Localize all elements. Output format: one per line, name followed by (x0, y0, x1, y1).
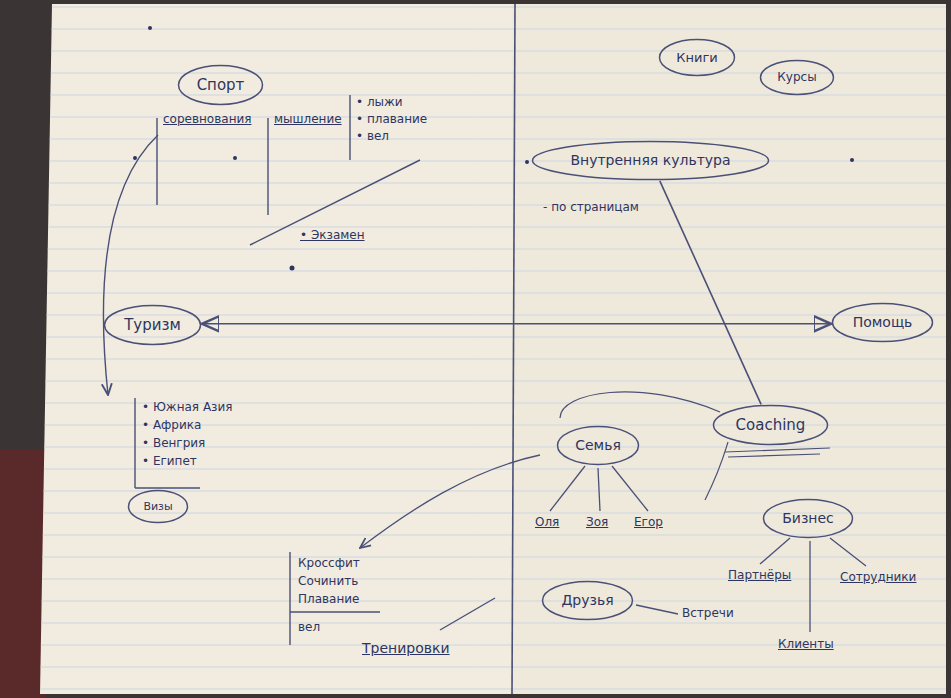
handwritten-note: • лыжи (356, 95, 403, 109)
handwritten-note: мышление (274, 112, 342, 126)
circled-topic: Туризм (103, 304, 202, 346)
circled-topic: Внутренняя культура (531, 140, 770, 181)
handwritten-note: • Африка (142, 418, 201, 432)
handwritten-note: Зоя (586, 515, 608, 529)
topic-text: Семья (575, 437, 621, 454)
handwritten-note: Плавание (298, 592, 360, 606)
connector-line (202, 323, 831, 325)
ellipse-outline (761, 61, 834, 95)
circled-topic: Визы (127, 489, 189, 524)
handwritten-note: Кроссфит (298, 556, 360, 570)
connector-line (660, 181, 761, 404)
handwritten-note: • Южная Азия (142, 400, 233, 414)
topic-text: Помощь (853, 314, 913, 331)
circled-topic: Семья (556, 425, 640, 466)
topic-text: Спорт (197, 76, 245, 94)
handwritten-note: • вел (356, 129, 389, 143)
handwritten-note: Егор (634, 515, 663, 529)
ellipse-outline (764, 500, 853, 538)
ellipse-outline (533, 142, 769, 180)
handwritten-note: Встречи (682, 606, 734, 620)
topic-text: Визы (143, 500, 172, 513)
handwritten-note: - по страницам (543, 200, 639, 214)
topic-text: Туризм (124, 316, 181, 334)
ellipse-outline (105, 306, 201, 345)
circled-topic: Бизнес (762, 498, 854, 539)
topic-text: Внутренняя культура (570, 152, 730, 169)
ellipse-outline (660, 40, 735, 76)
handwritten-note: • Венгрия (142, 436, 205, 450)
circled-topic: Спорт (177, 64, 264, 106)
topic-text: Друзья (561, 592, 613, 609)
topic-text: Курсы (777, 70, 816, 84)
handwritten-note: Партнёры (728, 568, 791, 582)
ellipse-outline (543, 582, 633, 620)
handwritten-note: Сочинить (298, 574, 358, 588)
handwritten-note: Оля (535, 515, 559, 529)
ellipse-outline (833, 304, 933, 342)
handwritten-note: Сотрудники (840, 570, 916, 584)
handwritten-note: вел (298, 620, 320, 634)
ellipse-outline (714, 406, 828, 445)
handwritten-note: Клиенты (778, 637, 834, 651)
ellipse-outline (179, 66, 263, 105)
topic-text: Книги (676, 50, 717, 66)
circled-topic: Книги (658, 38, 736, 77)
ellipse-outline (558, 427, 639, 465)
topic-text: Бизнес (782, 510, 834, 527)
handwritten-note: • Египет (142, 454, 197, 468)
circled-topic: Курсы (759, 59, 835, 96)
circled-topic: Coaching (712, 404, 829, 446)
topic-text: Coaching (736, 416, 806, 434)
handwritten-note: • Экзамен (300, 228, 365, 242)
ellipse-outline (129, 491, 188, 523)
handwritten-note: соревнования (163, 112, 252, 126)
circled-topic: Друзья (541, 580, 634, 621)
circled-topic: Помощь (831, 302, 934, 343)
handwritten-note: Тренировки (362, 640, 450, 656)
handwritten-note: • плавание (356, 112, 427, 126)
